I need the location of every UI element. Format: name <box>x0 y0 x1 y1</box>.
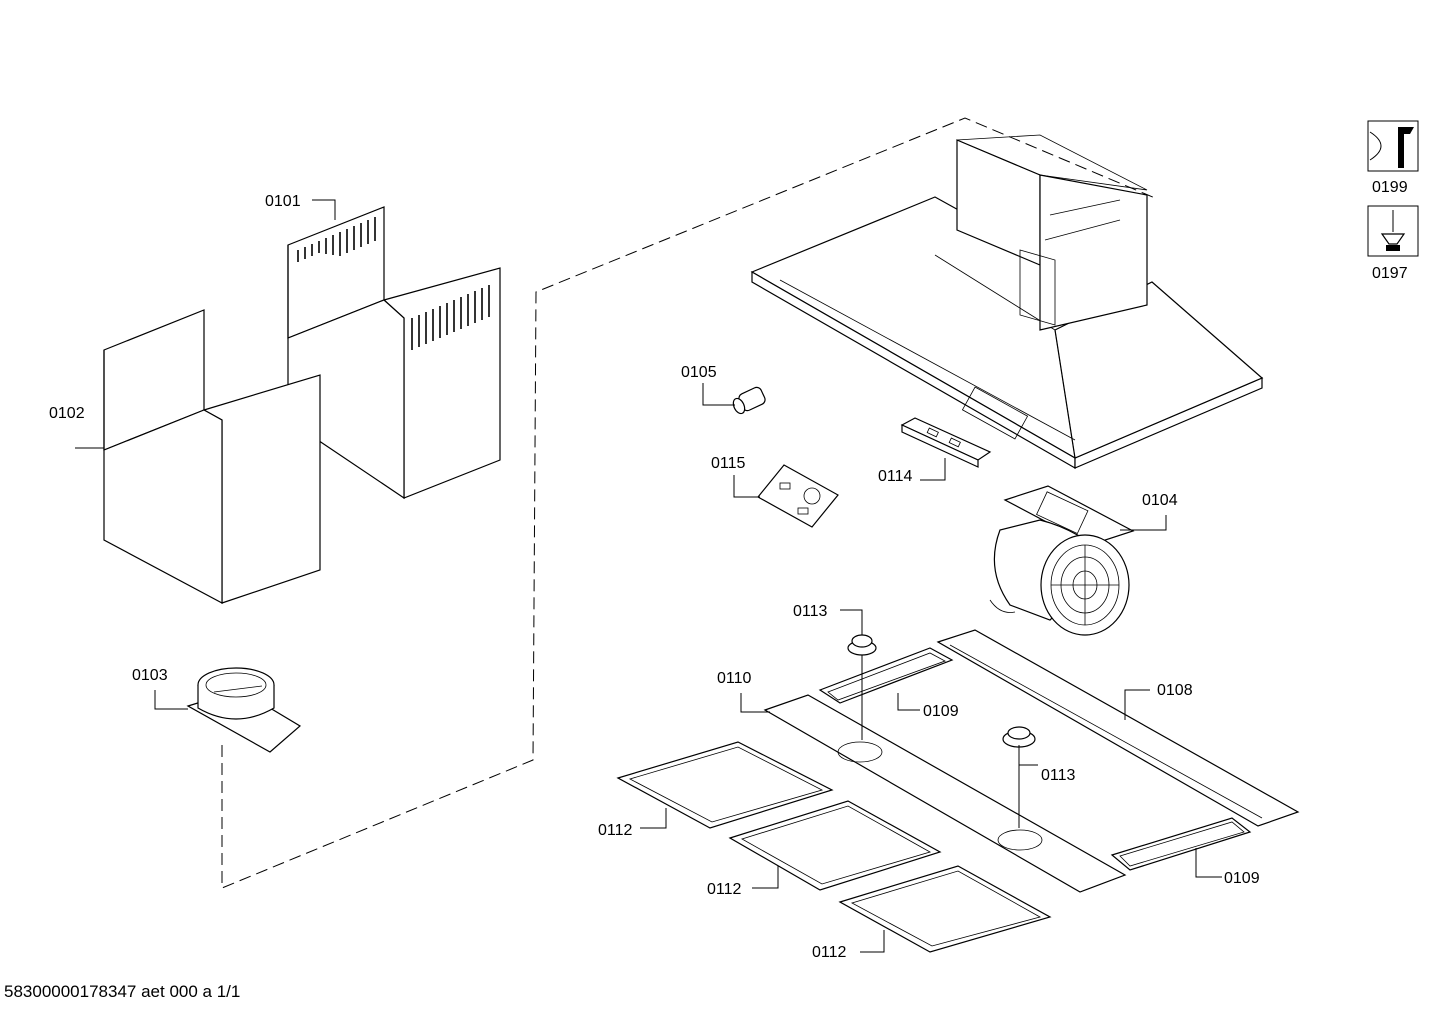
part-0109-tray-upper[interactable] <box>818 647 954 704</box>
part-0103-air-outlet[interactable] <box>186 667 302 753</box>
hood-body <box>750 134 1264 470</box>
part-labels: 0101 0102 0103 0105 0115 0114 0104 0113 … <box>49 193 1260 961</box>
label-0112-1: 0112 <box>598 822 633 839</box>
label-0109-upper: 0109 <box>923 703 959 720</box>
part-0105-capacitor[interactable] <box>731 386 767 416</box>
screwdriver-icon <box>1367 205 1419 257</box>
tool-wrench: 0199 <box>1367 120 1419 196</box>
label-0101: 0101 <box>265 193 301 210</box>
vent-slots-front <box>411 285 490 350</box>
part-0112-filter-2[interactable] <box>728 800 942 891</box>
tool-screwdriver: 0197 <box>1367 205 1419 282</box>
tool-label-0199: 0199 <box>1372 179 1408 196</box>
label-0113-lower: 0113 <box>1041 767 1076 784</box>
label-0112-3: 0112 <box>812 944 847 961</box>
part-0115-control-board[interactable] <box>757 464 839 528</box>
label-0110: 0110 <box>717 670 752 687</box>
label-0109-lower: 0109 <box>1224 870 1260 887</box>
part-0114-switch-module[interactable] <box>900 417 992 468</box>
tool-label-0197: 0197 <box>1372 265 1408 282</box>
label-0108: 0108 <box>1157 682 1193 699</box>
vent-slots-rear <box>297 217 376 262</box>
label-0112-2: 0112 <box>707 881 742 898</box>
assembly-boundary <box>221 117 1156 889</box>
leader-lines <box>75 199 1222 953</box>
wrench-icon-shape <box>1398 127 1414 168</box>
label-0103: 0103 <box>132 667 168 684</box>
part-0110-front-panel[interactable] <box>763 694 1127 893</box>
footer-document-code: 58300000178347 aet 000 a 1/1 <box>4 982 241 1001</box>
part-0112-filter-3[interactable] <box>838 865 1052 953</box>
part-0113-knob-upper[interactable] <box>847 634 877 656</box>
label-0114: 0114 <box>878 468 913 485</box>
part-0113-knob-lower[interactable] <box>1002 726 1036 748</box>
part-0101-upper-chimney[interactable] <box>287 206 501 500</box>
wrench-icon <box>1367 120 1419 172</box>
label-0113-upper: 0113 <box>793 603 828 620</box>
part-0112-filter-1[interactable] <box>616 741 834 829</box>
label-0115: 0115 <box>711 455 746 472</box>
label-0104: 0104 <box>1142 492 1178 509</box>
label-0102: 0102 <box>49 405 85 422</box>
part-0109-tray-lower[interactable] <box>1110 817 1252 871</box>
part-0108-rear-panel[interactable] <box>936 629 1300 827</box>
part-0104-blower-motor[interactable] <box>989 485 1135 636</box>
part-0102-lower-chimney[interactable] <box>103 309 321 605</box>
label-0105: 0105 <box>681 364 717 381</box>
